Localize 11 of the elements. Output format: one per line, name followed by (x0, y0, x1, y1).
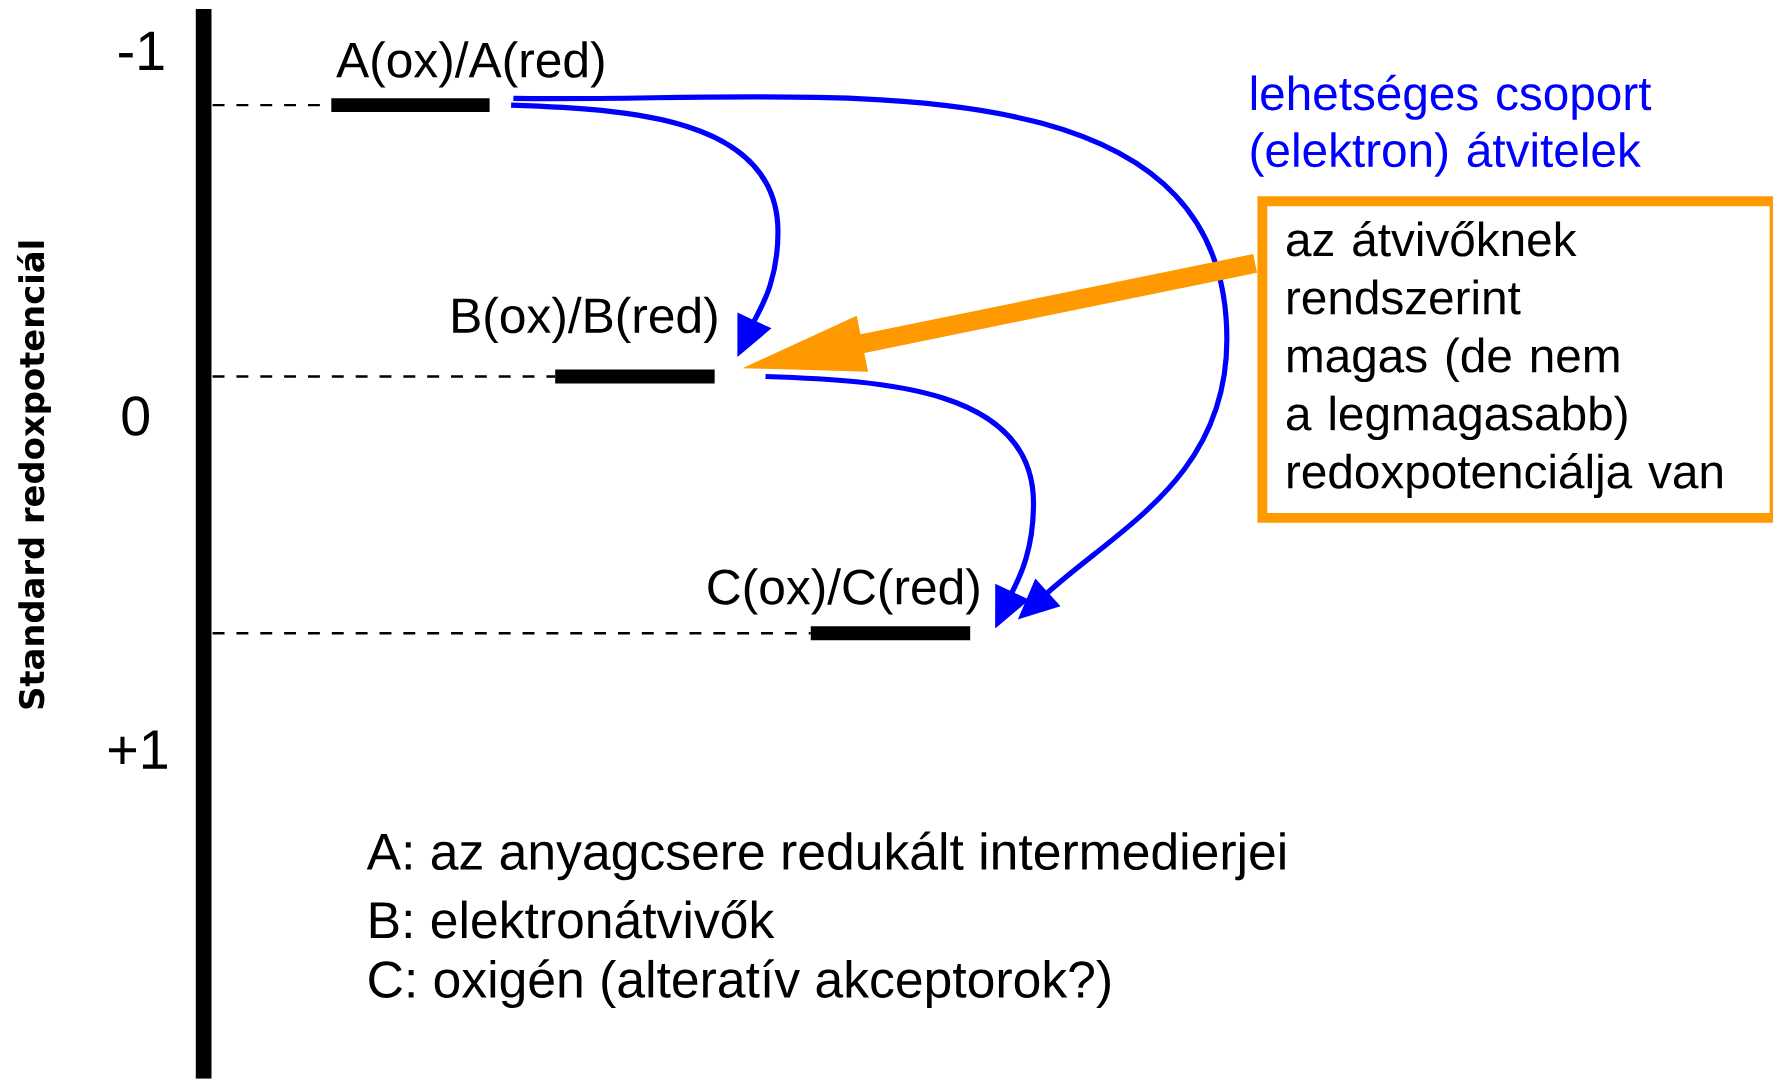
tick-label: 0 (122, 396, 149, 436)
redox-level: B(ox)/B(red) (453, 296, 717, 384)
redox-level: C(ox)/C(red) (708, 568, 979, 641)
legend-text: B: elektronátvivők (370, 900, 775, 939)
axis-title: Standard redoxpotenciál (16, 241, 51, 709)
tick-label: -1 (119, 31, 164, 71)
legend-text: A: az anyagcsere redukált intermedierjei (366, 831, 1285, 881)
legend-text: C: oxigén (alteratív akceptorok?) (369, 959, 1110, 1009)
tick-label: +1 (109, 730, 167, 769)
redox-level: A(ox)/A(red) (331, 41, 604, 113)
note-box: az átvivőknek rendszerint magas (de nem a legmagasabb) redoxpotenciálja van (1257, 196, 1773, 523)
